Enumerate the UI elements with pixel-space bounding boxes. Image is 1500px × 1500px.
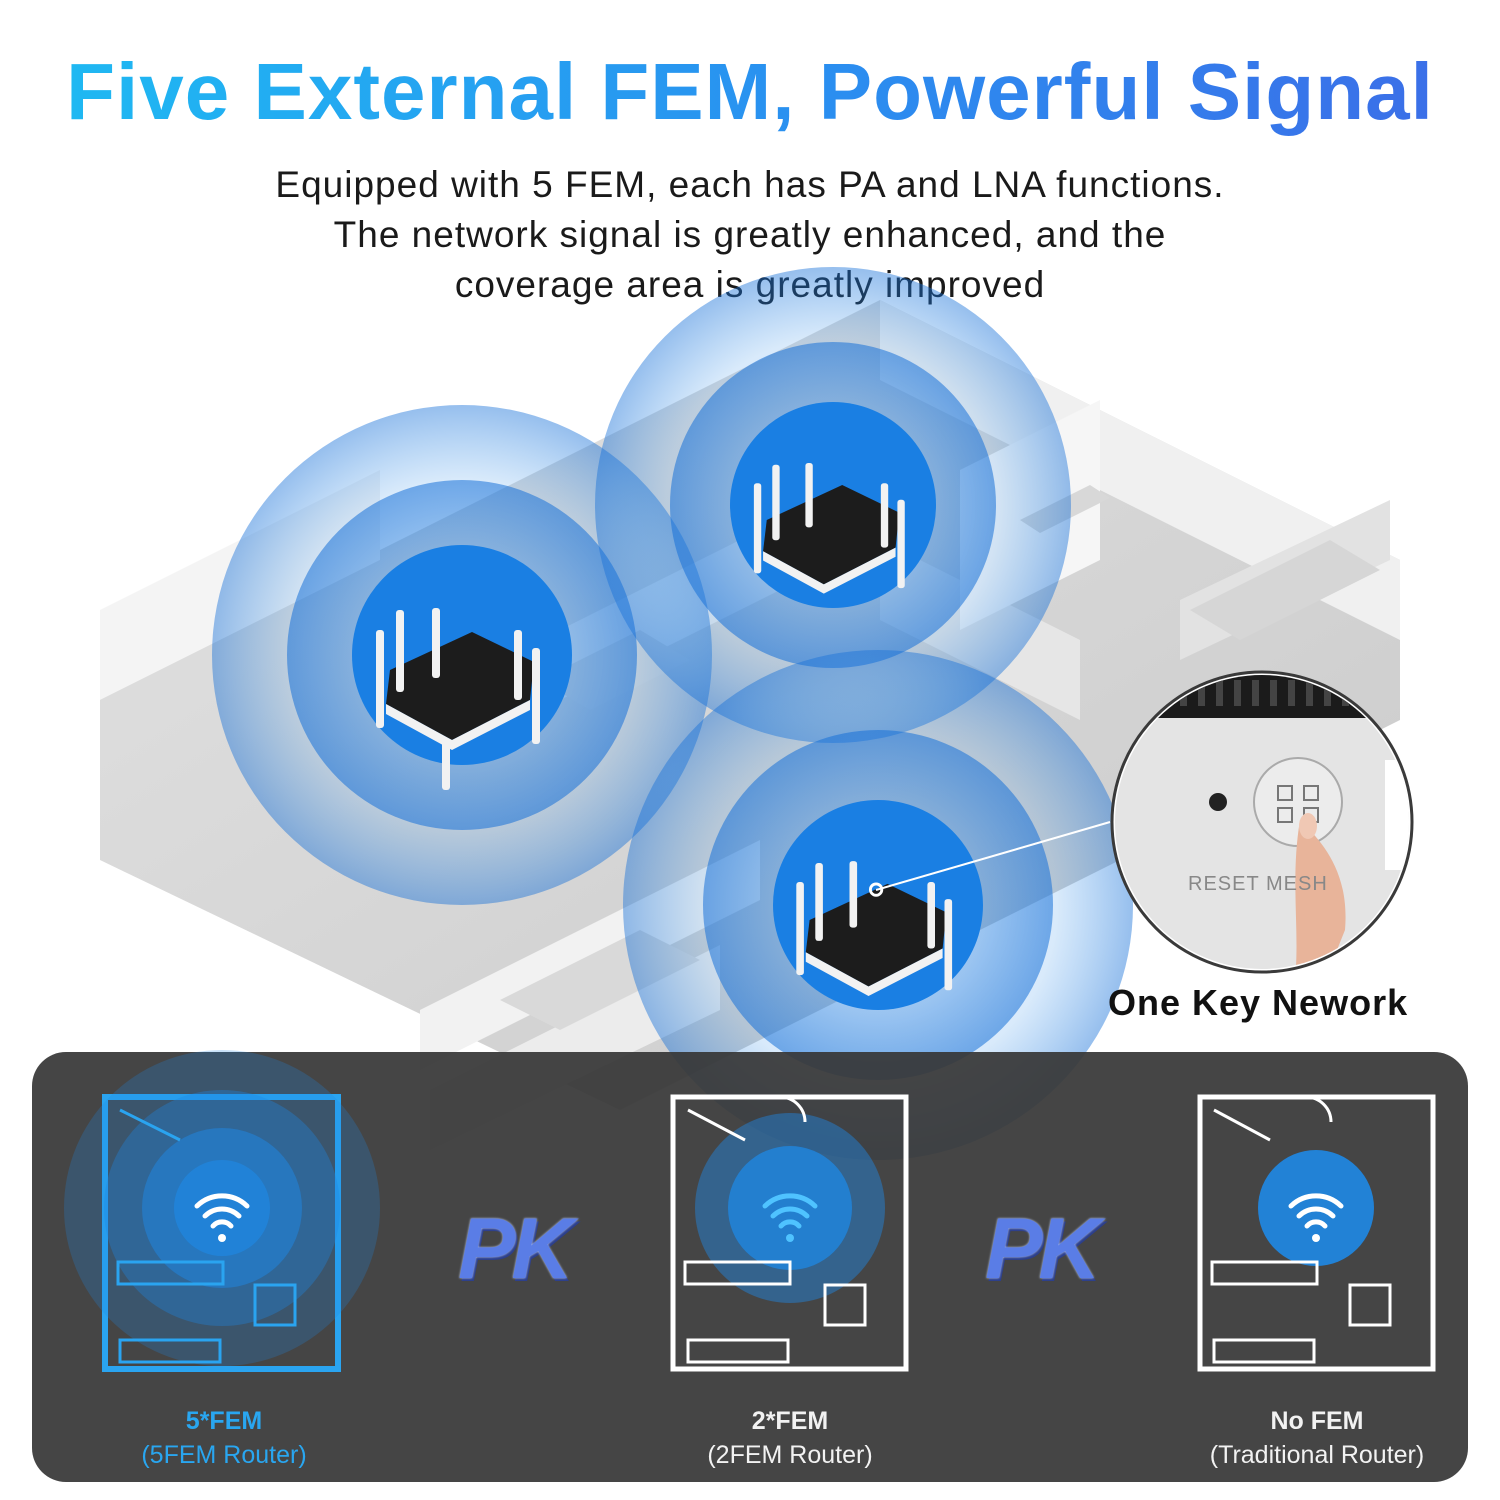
caption-2fem: 2*FEM (2FEM Router): [630, 1404, 950, 1472]
caption-title: No FEM: [1270, 1407, 1364, 1435]
mesh-label: MESH: [1266, 873, 1328, 895]
pk-label: PK: [985, 1201, 1100, 1297]
floorplan-no-fem: [1197, 1094, 1436, 1372]
caption-no-fem: No FEM (Traditional Router): [1157, 1404, 1477, 1472]
caption-subtitle: (2FEM Router): [707, 1441, 873, 1469]
wifi-icon: [762, 1193, 818, 1229]
caption-subtitle: (Traditional Router): [1209, 1441, 1425, 1469]
callout-line: [875, 821, 1111, 891]
subtitle-line-1: Equipped with 5 FEM, each has PA and LNA…: [275, 164, 1225, 205]
mesh-button-callout: RESET MESH: [1110, 670, 1414, 974]
subtitle: Equipped with 5 FEM, each has PA and LNA…: [0, 160, 1500, 310]
caption-5fem: 5*FEM (5FEM Router): [64, 1404, 384, 1472]
subtitle-line-2: The network signal is greatly enhanced, …: [333, 214, 1167, 255]
one-key-network-caption: One Key Nework: [1108, 982, 1409, 1023]
caption-title: 2*FEM: [751, 1407, 829, 1435]
page-title: Five External FEM, Powerful Signal: [66, 47, 1434, 136]
wifi-icon: [194, 1193, 250, 1229]
wifi-icon: [1288, 1193, 1344, 1229]
floorplan-5fem: [64, 1050, 380, 1372]
router-icon: [753, 462, 905, 594]
router-icon: [376, 608, 540, 790]
caption-title: 5*FEM: [185, 1407, 263, 1435]
reset-label: RESET: [1188, 873, 1260, 895]
floorplan-2fem: [670, 1094, 909, 1372]
caption-subtitle: (5FEM Router): [141, 1441, 307, 1469]
pk-label: PK: [458, 1201, 573, 1297]
router-icon: [796, 861, 953, 996]
